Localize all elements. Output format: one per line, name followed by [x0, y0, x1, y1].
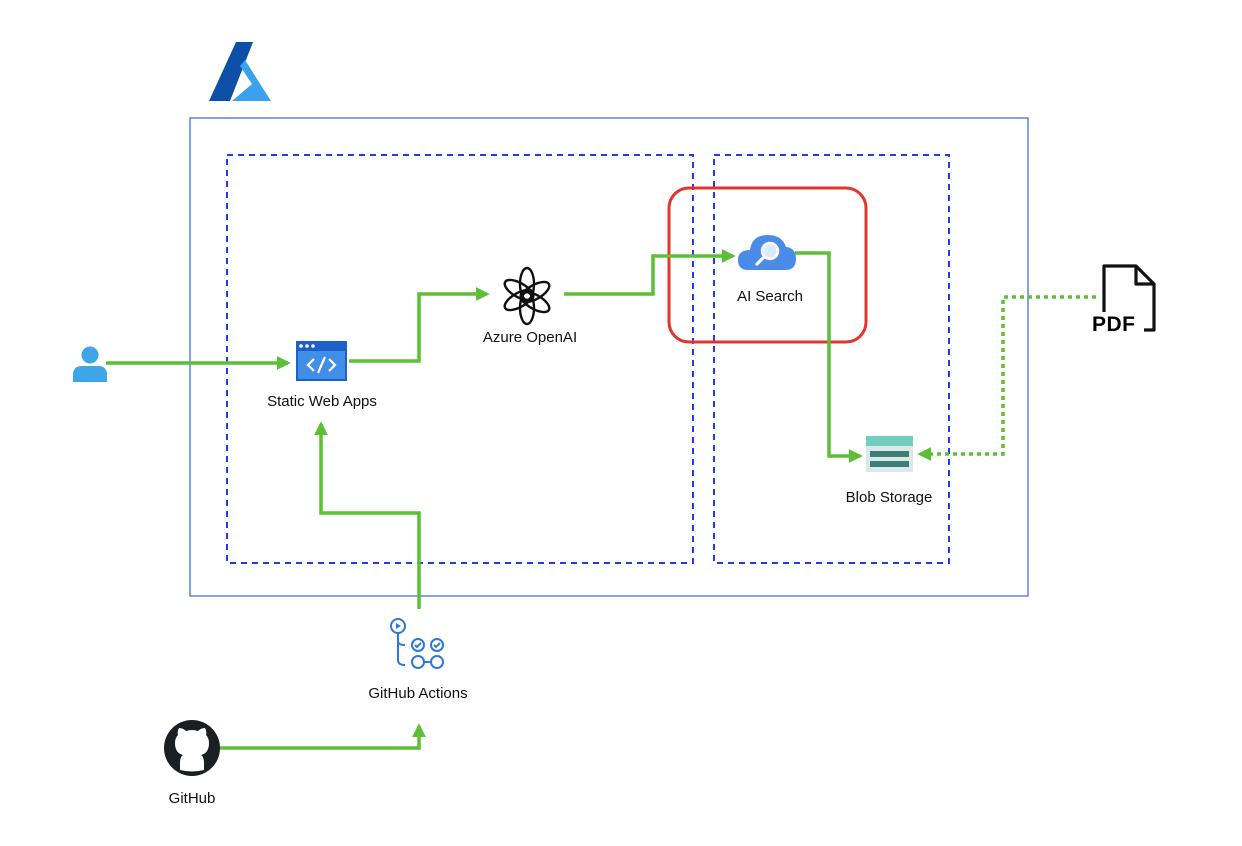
- label-ai-search: AI Search: [737, 288, 803, 305]
- github-actions-icon: [390, 618, 444, 669]
- ai-search-highlight: [667, 186, 868, 344]
- pdf-label: PDF: [1092, 313, 1136, 336]
- app-resource-group: [226, 154, 694, 564]
- connector-pdf-to-storage: [917, 295, 1096, 461]
- ai-search-icon: [738, 235, 796, 270]
- label-static-web-apps: Static Web Apps: [267, 393, 377, 410]
- label-github-actions: GitHub Actions: [368, 685, 468, 702]
- connector-swa-to-openai: [349, 287, 490, 363]
- connector-github-to-actions: [220, 723, 426, 750]
- connector-openai-to-search: [564, 249, 736, 296]
- connector-search-to-storage: [795, 251, 863, 463]
- label-github: GitHub: [168, 790, 216, 807]
- openai-icon: [503, 266, 551, 326]
- azure-logo: [209, 42, 271, 101]
- github-icon: [164, 720, 220, 776]
- connector-actions-to-swa: [314, 421, 421, 609]
- azure-subscription-boundary: [189, 117, 1029, 597]
- pdf-file-icon: [1102, 264, 1156, 332]
- static-web-apps-icon: [296, 341, 347, 381]
- blob-storage-icon: [866, 436, 913, 472]
- label-azure-openai: Azure OpenAI: [482, 329, 578, 346]
- label-blob-storage: Blob Storage: [845, 489, 933, 506]
- user-icon: [73, 346, 107, 382]
- data-resource-group: [713, 154, 950, 564]
